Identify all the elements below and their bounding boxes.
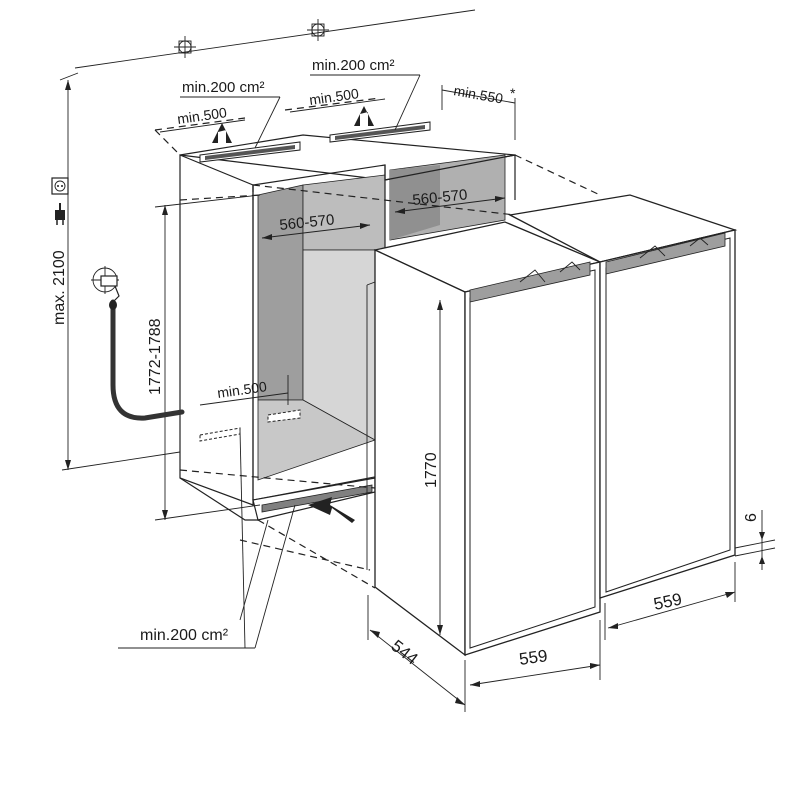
appliance-height-label: 1770 [423,452,440,488]
plug-icon [55,203,65,225]
vent-top-left-label: min.200 cm² [182,79,265,96]
appliance-width-right-dimension [604,562,736,640]
airflow-arrow-icon [308,497,355,523]
appliance-width-right-label: 559 [652,589,684,613]
depth-bottom-dimension [199,375,289,406]
appliance-width-front-label: 559 [518,646,549,669]
depth-550-dimension [441,85,516,140]
appliance-width-front-dimension [469,620,601,687]
appliance-depth-dimension [367,595,466,712]
appliance-depth-label: 544 [388,636,422,668]
depth-top-right-label: min.500 [308,85,360,108]
top-vent-right [329,121,431,143]
top-vent-left [199,141,301,163]
appliance-left [366,221,603,657]
niche-width-left-dimension [261,223,371,240]
water-hose [110,299,185,421]
gap-label: 6 [743,513,760,522]
wall-anchor-right-icon [307,19,329,41]
bottom-vent-floor [267,409,301,423]
power-socket-icon [51,177,69,195]
niche-width-right-label: 560-570 [412,186,469,209]
niche-height-label: 1772-1788 [147,318,164,395]
niche-cabinet [179,134,516,521]
appliance-height-dimension [437,300,443,635]
depth-550-asterisk: * [510,85,516,101]
depth-bottom-label: min.500 [216,378,268,401]
niche-width-left-label: 560-570 [279,211,336,234]
depth-550-label: min.550 [452,82,504,106]
gap-dimension [734,510,776,570]
niche-width-right-dimension [394,196,506,214]
water-tap-icon [91,266,120,303]
wall-top-line [74,9,476,69]
depth-top-left-label: min.500 [176,104,228,127]
airflow-arrow-icon [212,106,374,143]
max-height-label: max. 2100 [51,250,68,325]
max-height-dimension [59,72,181,471]
niche-height-dimension [154,194,261,521]
wall-anchor-left-icon [174,36,196,58]
vent-bottom-label: min.200 cm² [140,627,229,644]
vent-top-right-label: min.200 cm² [312,57,395,74]
appliance-right [507,194,738,599]
